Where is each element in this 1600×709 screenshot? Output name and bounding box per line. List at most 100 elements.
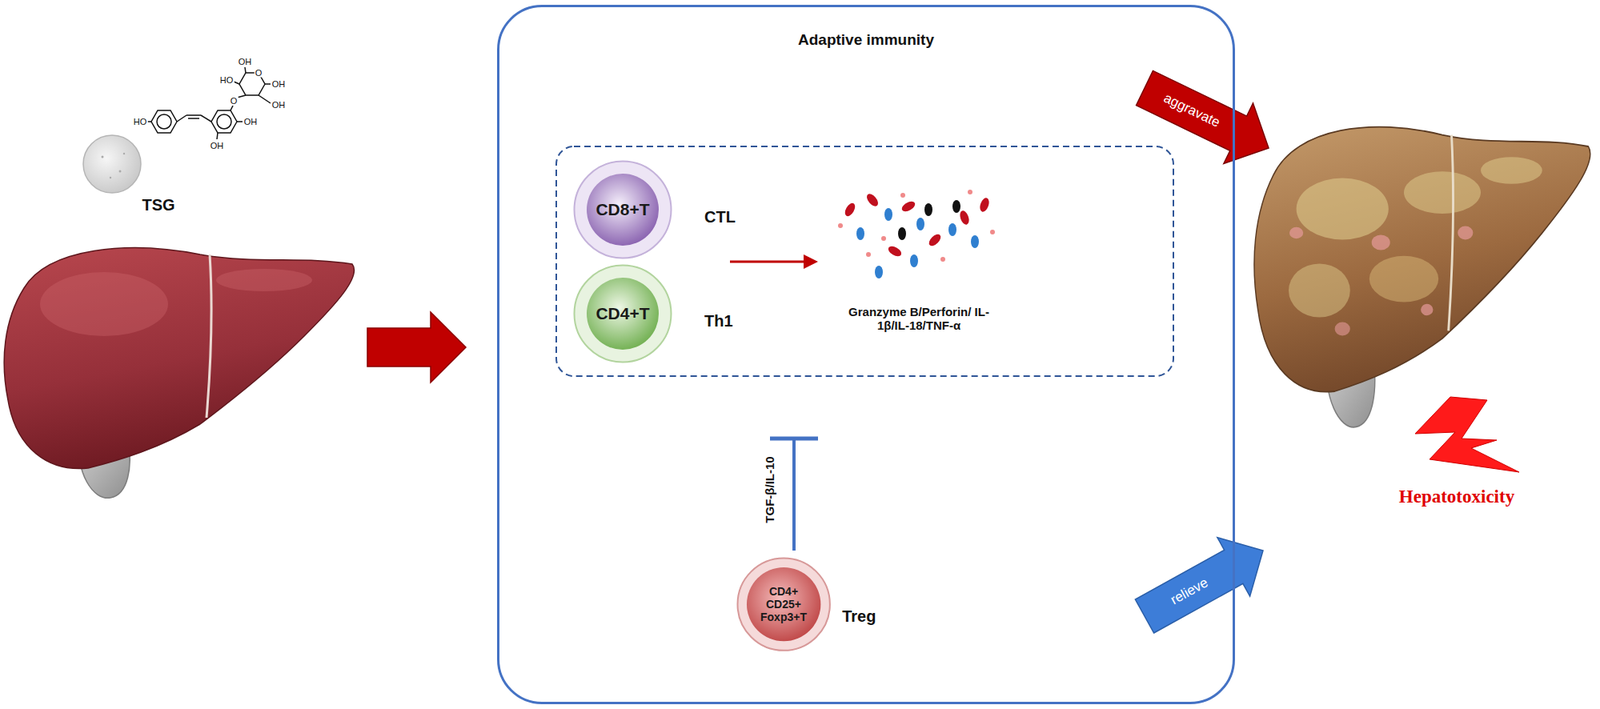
atom-label: OH (209, 141, 225, 151)
powder-pill (83, 135, 141, 193)
atom-label: OH (271, 80, 287, 89)
cell-nucleus (746, 567, 821, 642)
lesion-patch (1480, 156, 1543, 185)
particle (866, 252, 871, 257)
bond (236, 120, 243, 123)
powder-speck (101, 156, 105, 159)
panel-title-holder: Adaptive immunity (797, 31, 935, 49)
particle (884, 208, 893, 221)
label-holder: HO (132, 117, 149, 127)
particle (948, 223, 957, 237)
relieve-arrow (1134, 537, 1264, 634)
label-holder: O (254, 68, 264, 78)
cell-type-label-holder: CTL (704, 208, 736, 227)
panel-title: Adaptive immunity (797, 31, 935, 49)
particle (916, 217, 925, 231)
particle (838, 223, 843, 229)
falciform-ligament (1448, 135, 1454, 332)
atom-label: O (229, 96, 239, 106)
cell-type-label: Treg (842, 607, 876, 626)
secretion-arrow (729, 260, 807, 264)
liver-highlight (40, 272, 169, 337)
cell-name: CD4+ CD25+ Foxp3+T (753, 585, 814, 624)
liver-shape (1254, 127, 1591, 393)
atom-label: O (254, 68, 264, 78)
edge-label: relieve (1167, 574, 1211, 608)
powder-speck (123, 152, 125, 155)
cell-type-label-holder: Th1 (704, 312, 734, 331)
particle (967, 189, 973, 195)
cell-name-holder: CD8+T (595, 200, 650, 220)
particle (924, 203, 933, 217)
particle (874, 265, 883, 279)
label-holder: HO (219, 76, 235, 85)
lesion-patch (1288, 263, 1351, 317)
lesion-patch (1369, 256, 1439, 303)
inhibition-line (792, 438, 796, 551)
bond (236, 95, 246, 98)
lesion-patch (1296, 178, 1389, 241)
molecule-structure (147, 67, 271, 140)
atom-label: OH (271, 100, 287, 110)
cell-membrane (574, 161, 672, 259)
particle (978, 196, 991, 213)
particle (900, 199, 918, 214)
label-holder: OH (243, 117, 259, 127)
liver-highlight (216, 268, 313, 292)
effector-group-outline (556, 146, 1174, 377)
bond (188, 117, 200, 120)
aromatic-circle (216, 114, 232, 129)
atom-label: HO (219, 76, 235, 85)
particle (900, 192, 906, 198)
inhibition-bar (769, 437, 819, 442)
particle (952, 200, 961, 213)
cell-name: CD4+T (595, 304, 650, 324)
liver-shape (4, 248, 354, 470)
aromatic-circle (156, 114, 172, 129)
atom-label: OH (237, 57, 253, 67)
bond (200, 115, 212, 122)
healthy-liver (4, 248, 354, 499)
cell-type-label: CTL (704, 208, 736, 227)
cytokine-label: TGF-β/IL-10 (762, 456, 777, 523)
edge-label-holder: relieve (1167, 574, 1211, 608)
particle (886, 244, 904, 259)
particle (864, 192, 880, 209)
label-holder: TGF-β/IL-10 (762, 456, 777, 523)
cell-circle: CD8+TCTL (573, 160, 673, 260)
edge-label-holder: aggravate (1160, 90, 1223, 132)
powder-speck (119, 170, 122, 173)
cell-membrane (574, 265, 672, 363)
particle (881, 236, 887, 241)
process-arrow (367, 312, 466, 383)
bond (264, 83, 271, 85)
lesion-patch (1403, 171, 1481, 214)
benzene-ring (151, 110, 177, 133)
particle (898, 227, 907, 241)
cell-membrane (737, 557, 830, 650)
label-holder: Granzyme B/Perforin/ IL-1β/IL-18/TNF-α (846, 304, 991, 333)
particle (970, 235, 979, 249)
edge-label: aggravate (1160, 90, 1223, 132)
label-holder: OH (271, 80, 287, 89)
particle (910, 254, 919, 268)
label-holder: OH (271, 100, 287, 110)
bond (147, 120, 152, 123)
cytokine-particles (838, 189, 995, 279)
label-holder: TSG (141, 196, 175, 215)
compound-name: TSG (141, 196, 175, 215)
cytokine-list: Granzyme B/Perforin/ IL-1β/IL-18/TNF-α (846, 304, 991, 333)
lightning-bolt (1415, 396, 1520, 473)
lesion-spot (1335, 322, 1351, 337)
cell-name-holder: CD4+ CD25+ Foxp3+T (753, 585, 814, 624)
cell-circle: CD4+TTh1 (573, 264, 673, 364)
bond (258, 95, 269, 102)
benzene-ring (211, 110, 237, 133)
label-holder: OH (237, 57, 253, 67)
cell-circle: CD4+ CD25+ Foxp3+TTreg (736, 557, 831, 652)
particle (926, 232, 943, 249)
arrow-head (803, 254, 819, 269)
aggravate-arrow (1136, 70, 1269, 164)
lesion-spot (1457, 226, 1473, 241)
